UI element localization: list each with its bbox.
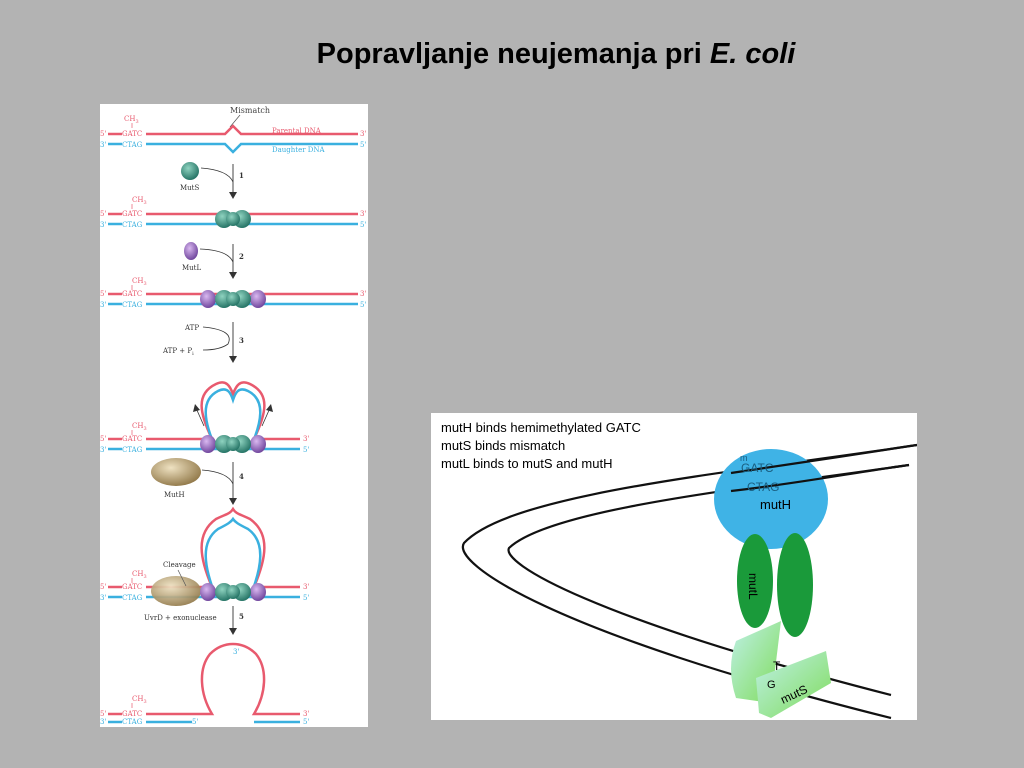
svg-text:5: 5 xyxy=(239,612,244,621)
muth-label: MutH xyxy=(164,491,185,499)
svg-text:3': 3' xyxy=(100,718,106,726)
svg-text:GATC: GATC xyxy=(122,710,142,718)
svg-text:CTAG: CTAG xyxy=(122,301,143,309)
svg-text:3': 3' xyxy=(360,290,366,298)
svg-text:5': 5' xyxy=(100,130,106,138)
svg-text:3': 3' xyxy=(100,221,106,229)
uvrd-label: UvrD + exonuclease xyxy=(144,614,217,622)
title-main: Popravljanje neujemanja pri xyxy=(316,38,710,70)
svg-text:5': 5' xyxy=(303,718,309,726)
svg-text:5': 5' xyxy=(303,446,309,454)
atp-label: ATP xyxy=(184,324,199,332)
step-4: MutH 4 xyxy=(151,458,244,505)
mismatch-g: G xyxy=(767,679,776,691)
svg-text:3': 3' xyxy=(100,594,106,602)
muth-binding-text: mutH binds hemimethylated GATC xyxy=(441,420,641,435)
gatc-label: GATC xyxy=(741,461,774,475)
muth-label: mutH xyxy=(760,497,791,512)
svg-text:3': 3' xyxy=(233,648,239,656)
mismatch-repair-steps-figure: Mismatch CH3 5' 3' GATC CTAG Parental DN… xyxy=(100,104,368,727)
mismatch-t: T xyxy=(773,659,781,673)
slide-title: Popravljanje neujemanja pri E. coli xyxy=(0,38,1024,71)
svg-text:3': 3' xyxy=(303,710,309,718)
svg-text:5': 5' xyxy=(100,210,106,218)
row-mutl-bound: CH3 5' 3' GATC CTAG 3' 5' xyxy=(100,277,366,309)
svg-text:1: 1 xyxy=(239,171,244,180)
svg-text:GATC: GATC xyxy=(122,290,142,298)
svg-text:3': 3' xyxy=(360,210,366,218)
mutl-protein xyxy=(184,242,198,260)
svg-text:CTAG: CTAG xyxy=(122,221,143,229)
svg-text:CTAG: CTAG xyxy=(122,718,143,726)
svg-text:CTAG: CTAG xyxy=(122,594,143,602)
gatc-label: GATC xyxy=(122,130,142,138)
mut-proteins-figure: mutH binds hemimethylated GATC mutS bind… xyxy=(431,413,917,720)
daughter-dna-label: Daughter DNA xyxy=(272,146,326,154)
svg-text:4: 4 xyxy=(239,472,244,481)
steps-svg: Mismatch CH3 5' 3' GATC CTAG Parental DN… xyxy=(100,106,366,726)
title-italic: E. coli xyxy=(709,38,796,70)
svg-text:5': 5' xyxy=(360,301,366,309)
svg-text:3': 3' xyxy=(100,141,106,149)
step-1: MutS 1 xyxy=(180,162,244,199)
muts-binding-text: mutS binds mismatch xyxy=(441,438,566,453)
mutl-protein-right xyxy=(777,533,813,637)
svg-text:5': 5' xyxy=(360,221,366,229)
svg-text:5': 5' xyxy=(100,710,106,718)
svg-text:3': 3' xyxy=(303,435,309,443)
svg-text:GATC: GATC xyxy=(122,435,142,443)
mutl-label: MutL xyxy=(182,264,201,272)
svg-text:3': 3' xyxy=(100,446,106,454)
svg-text:CH3: CH3 xyxy=(132,196,147,206)
muth-protein xyxy=(151,458,201,486)
svg-text:5': 5' xyxy=(192,718,198,726)
parental-dna-label: Parental DNA xyxy=(272,127,322,135)
row-cleavage: CH3 5' 3' GATC CTAG Cleavage 3' 5' xyxy=(100,506,309,606)
svg-text:GATC: GATC xyxy=(122,210,142,218)
binding-description: mutH binds hemimethylated GATC mutS bind… xyxy=(441,419,641,473)
mutl-protein-left xyxy=(737,534,773,628)
mutl-binding-text: mutL binds to mutS and mutH xyxy=(441,456,613,471)
svg-text:5': 5' xyxy=(100,583,106,591)
mismatch-label: Mismatch xyxy=(230,106,270,115)
ctag-label: CTAG xyxy=(122,141,143,149)
svg-text:CH3: CH3 xyxy=(132,277,147,287)
svg-text:3: 3 xyxy=(239,336,244,345)
row-muts-bound: CH3 5' 3' GATC CTAG 3' 5' xyxy=(100,196,366,229)
row-initial: Mismatch CH3 5' 3' GATC CTAG Parental DN… xyxy=(100,106,366,154)
step-5: UvrD + exonuclease 5 xyxy=(144,606,244,635)
svg-text:5': 5' xyxy=(360,141,366,149)
cleavage-label: Cleavage xyxy=(163,561,196,569)
svg-text:CH3: CH3 xyxy=(132,570,147,580)
svg-text:3': 3' xyxy=(360,130,366,138)
row-loop: CH3 5' 3' GATC CTAG 3' 5' xyxy=(100,381,309,454)
dna-strand-outer xyxy=(461,443,917,720)
muth-protein xyxy=(714,449,828,549)
step-2: MutL 2 xyxy=(182,242,244,279)
row-final: CH3 5' 3' GATC CTAG 5' 3' 3' 5' xyxy=(100,642,309,726)
muts-subunit-right xyxy=(756,651,831,718)
svg-text:GATC: GATC xyxy=(122,583,142,591)
protein-complex-svg: m GATC CTAG mutH mutL T G mutS xyxy=(461,443,917,720)
ch3-label: CH3 xyxy=(124,115,139,125)
mutl-label: mutL xyxy=(746,573,760,600)
muts-label: MutS xyxy=(180,184,199,192)
svg-text:CH3: CH3 xyxy=(132,695,147,705)
svg-text:5': 5' xyxy=(100,290,106,298)
methyl-mark: m xyxy=(740,453,748,463)
muts-protein xyxy=(181,162,199,180)
svg-text:3': 3' xyxy=(303,583,309,591)
step-3: ATP ATP + Pi 3 xyxy=(162,322,244,363)
ctag-label: CTAG xyxy=(747,480,779,494)
svg-text:5': 5' xyxy=(303,594,309,602)
svg-text:3': 3' xyxy=(100,301,106,309)
svg-text:5': 5' xyxy=(100,435,106,443)
svg-text:2: 2 xyxy=(239,252,244,261)
svg-text:CH3: CH3 xyxy=(132,422,147,432)
atp-pi-label: ATP + Pi xyxy=(162,347,194,357)
svg-text:CTAG: CTAG xyxy=(122,446,143,454)
